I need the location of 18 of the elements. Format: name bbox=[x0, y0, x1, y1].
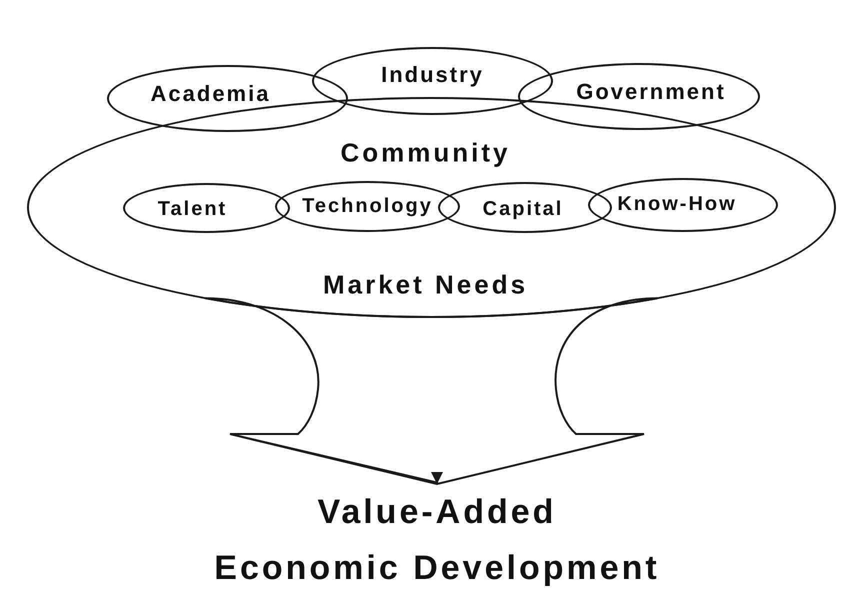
ellipse bbox=[123, 183, 290, 233]
ellipse bbox=[275, 181, 460, 232]
ellipse-label: Market Needs bbox=[322, 270, 528, 299]
ellipse-label: Technology bbox=[302, 194, 433, 216]
ellipse-label: Academia bbox=[150, 81, 270, 106]
outcome-label: Value-Added Economic Development bbox=[214, 484, 660, 596]
ellipse bbox=[438, 182, 612, 233]
ellipse bbox=[588, 178, 778, 232]
ellipse bbox=[107, 65, 348, 132]
ellipse-label: Capital bbox=[482, 198, 564, 220]
ellipse bbox=[518, 63, 760, 130]
ellipse-heading: Community bbox=[340, 138, 510, 167]
ellipse bbox=[312, 47, 553, 115]
ellipse-label: Talent bbox=[158, 198, 228, 220]
block-arrow bbox=[204, 297, 658, 485]
ellipse-label: Industry bbox=[381, 62, 484, 88]
ellipse-label: Government bbox=[576, 79, 726, 104]
ellipse-label: Know-How bbox=[617, 193, 737, 215]
